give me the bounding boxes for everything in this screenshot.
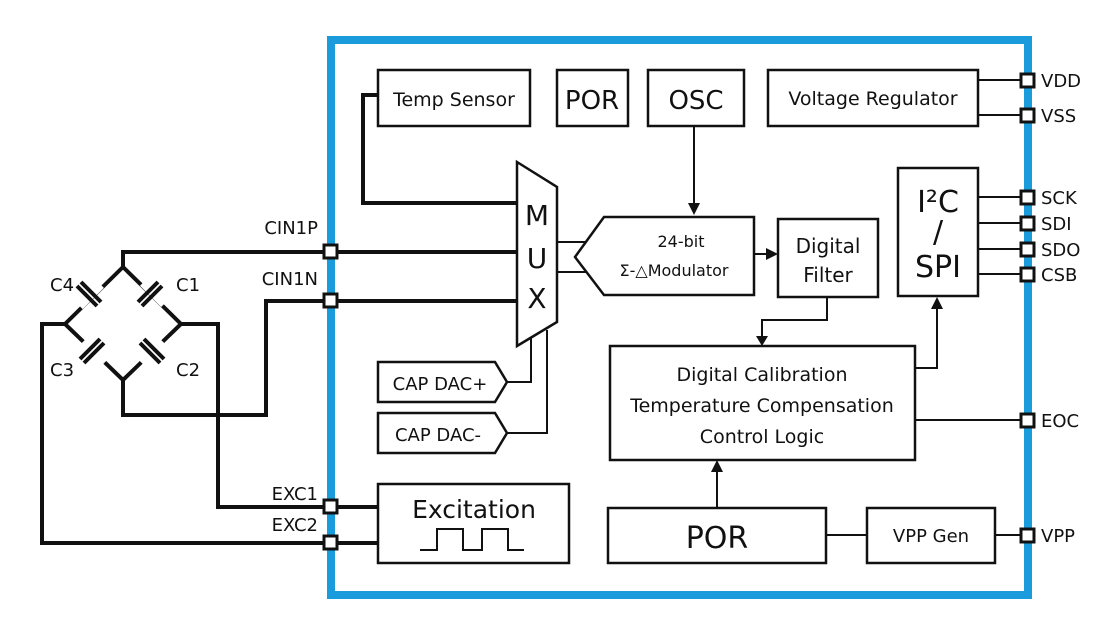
cap-dac-minus-block (376, 411, 509, 455)
wire-filter-to-calib (761, 297, 828, 338)
pin-exc1 (322, 498, 339, 515)
por-top-block (555, 68, 630, 128)
modulator-label-1: 24-bit (657, 232, 704, 251)
digital-filter-label-2: Filter (803, 263, 853, 287)
por-bottom-label: POR (686, 521, 749, 556)
osc-block (646, 68, 746, 128)
pin-label-eoc: EOC (1041, 411, 1079, 432)
wire-temp-to-mux (361, 93, 517, 205)
arrow-filter-calib (756, 336, 768, 346)
pin-vdd (1019, 72, 1036, 89)
cap-dac-plus-block (376, 360, 509, 404)
arrow-calib-i2c (931, 297, 943, 309)
pin-label-sdo: SDO (1041, 240, 1080, 261)
arrow-por-calib (711, 460, 723, 472)
digital-filter-label-1: Digital (796, 234, 861, 258)
pin-sdo (1019, 241, 1036, 258)
pin-sck (1019, 189, 1036, 206)
pin-label-vss: VSS (1041, 106, 1076, 127)
pin-eoc (1019, 412, 1036, 429)
pin-vpp (1019, 527, 1036, 544)
pin-cin1p (322, 243, 339, 260)
capacitor-c3 (78, 337, 106, 365)
pin-label-exc2: EXC2 (272, 515, 318, 536)
mux-label-m: M (525, 199, 549, 232)
vpp-gen-label: VPP Gen (893, 526, 969, 547)
pin-exc2 (322, 534, 339, 551)
wire-capdac-plus (507, 336, 532, 383)
vpp-gen-block (865, 506, 997, 565)
pin-label-exc1: EXC1 (272, 484, 318, 505)
label-c3: C3 (50, 360, 74, 381)
mux-label-u: U (527, 242, 548, 275)
pin-label-csb: CSB (1041, 265, 1077, 286)
wire-cin1p (121, 250, 517, 267)
square-wave-icon (420, 528, 524, 551)
voltage-regulator-block (766, 68, 980, 128)
pin-label-vpp: VPP (1041, 526, 1075, 547)
i2c-label: I²C (917, 185, 959, 220)
pin-label-cin1n: CIN1N (262, 269, 318, 290)
calibration-label-1: Digital Calibration (676, 364, 847, 386)
wire-exc1 (181, 322, 378, 509)
calibration-block (608, 344, 917, 462)
label-c1: C1 (176, 275, 200, 296)
voltage-regulator-label: Voltage Regulator (788, 88, 957, 110)
excitation-label: Excitation (412, 495, 536, 524)
mux-label-x: X (527, 282, 546, 315)
pin-cin1n (322, 292, 339, 309)
capacitor-c4 (75, 280, 103, 308)
spi-label: SPI (915, 250, 961, 285)
pin-label-vdd: VDD (1041, 71, 1081, 92)
wire-i2c-pins (978, 196, 1027, 275)
slash-label: / (933, 215, 944, 250)
arrow-osc (688, 203, 700, 215)
modulator-label-2: Σ-△Modulator (620, 261, 729, 280)
cap-dac-plus-label: CAP DAC+ (393, 374, 488, 395)
por-bottom-block (606, 506, 828, 565)
pin-label-sdi: SDI (1041, 214, 1072, 235)
wire-mux-to-mod (557, 241, 587, 273)
wire-exc2 (40, 322, 378, 545)
label-c4: C4 (50, 275, 74, 296)
wire-regulator-pins (978, 79, 1027, 116)
calibration-label-3: Control Logic (700, 426, 824, 448)
temp-sensor-label: Temp Sensor (392, 89, 515, 111)
label-c2: C2 (176, 360, 200, 381)
mux-block (515, 159, 559, 349)
pin-sdi (1019, 215, 1036, 232)
modulator-block (573, 215, 756, 297)
cap-dac-minus-label: CAP DAC- (395, 425, 481, 446)
pin-csb (1019, 266, 1036, 283)
capacitor-c1 (136, 280, 164, 308)
digital-filter-block (776, 217, 880, 299)
i2c-spi-block (896, 166, 980, 298)
calibration-label-2: Temperature Compensation (629, 395, 894, 417)
wire-calib-to-i2c (915, 307, 938, 369)
wire-capdac-minus (507, 330, 548, 434)
por-top-label: POR (565, 86, 619, 116)
arrow-mod-filter (766, 248, 778, 260)
pin-label-sck: SCK (1041, 188, 1078, 209)
pin-vss (1019, 107, 1036, 124)
chip-boundary (327, 36, 1032, 599)
pin-label-cin1p: CIN1P (264, 218, 318, 239)
osc-label: OSC (668, 86, 723, 116)
wire-cin1n (121, 299, 517, 417)
capacitor-c2 (138, 337, 166, 365)
temp-sensor-block (376, 68, 532, 128)
